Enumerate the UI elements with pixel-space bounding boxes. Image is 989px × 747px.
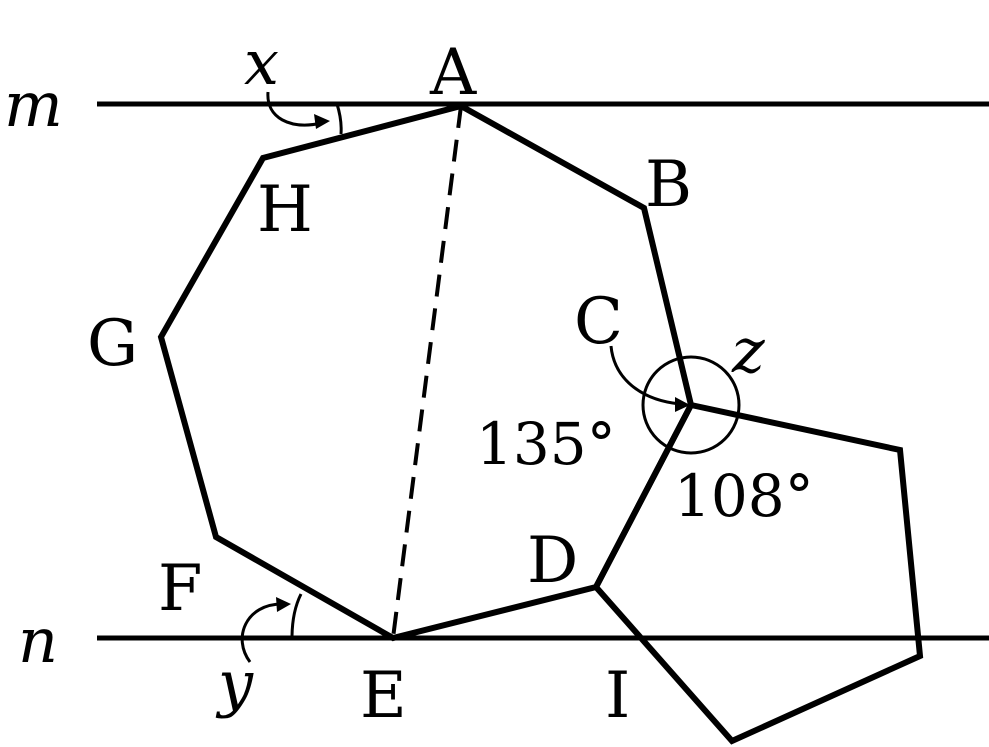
label-line-m: m (4, 68, 63, 141)
angle-y-arrowhead (276, 597, 291, 612)
label-vertex-b: B (645, 148, 692, 222)
label-vertex-d: D (527, 524, 578, 598)
diagonal-ae (391, 105, 463, 639)
label-angle-x: x (244, 26, 279, 99)
angle-x-arrow (266, 91, 323, 127)
angle-x-arc (335, 103, 343, 135)
label-angle-135: 135° (476, 410, 616, 478)
pentagon (592, 401, 924, 745)
label-line-n: n (18, 604, 58, 677)
label-angle-z: z (731, 314, 765, 387)
label-angle-y: y (215, 647, 254, 720)
label-vertex-h: H (257, 173, 313, 247)
angle-y-arc (290, 593, 303, 639)
angle-y-arrow (240, 602, 283, 663)
label-angle-108: 108° (674, 462, 814, 530)
label-vertex-a: A (429, 36, 477, 110)
label-vertex-i: I (605, 659, 630, 733)
octagon-abcdefgh (157, 102, 695, 642)
label-vertex-e: E (360, 659, 407, 733)
angle-x-arrowhead (314, 114, 330, 129)
label-vertex-c: C (574, 285, 623, 359)
label-vertex-g: G (87, 307, 138, 381)
angle-z-circle (641, 355, 741, 455)
label-vertex-f: F (158, 552, 202, 626)
vertex-c-arrowhead (675, 397, 690, 412)
vertex-c-arrow (609, 345, 681, 406)
